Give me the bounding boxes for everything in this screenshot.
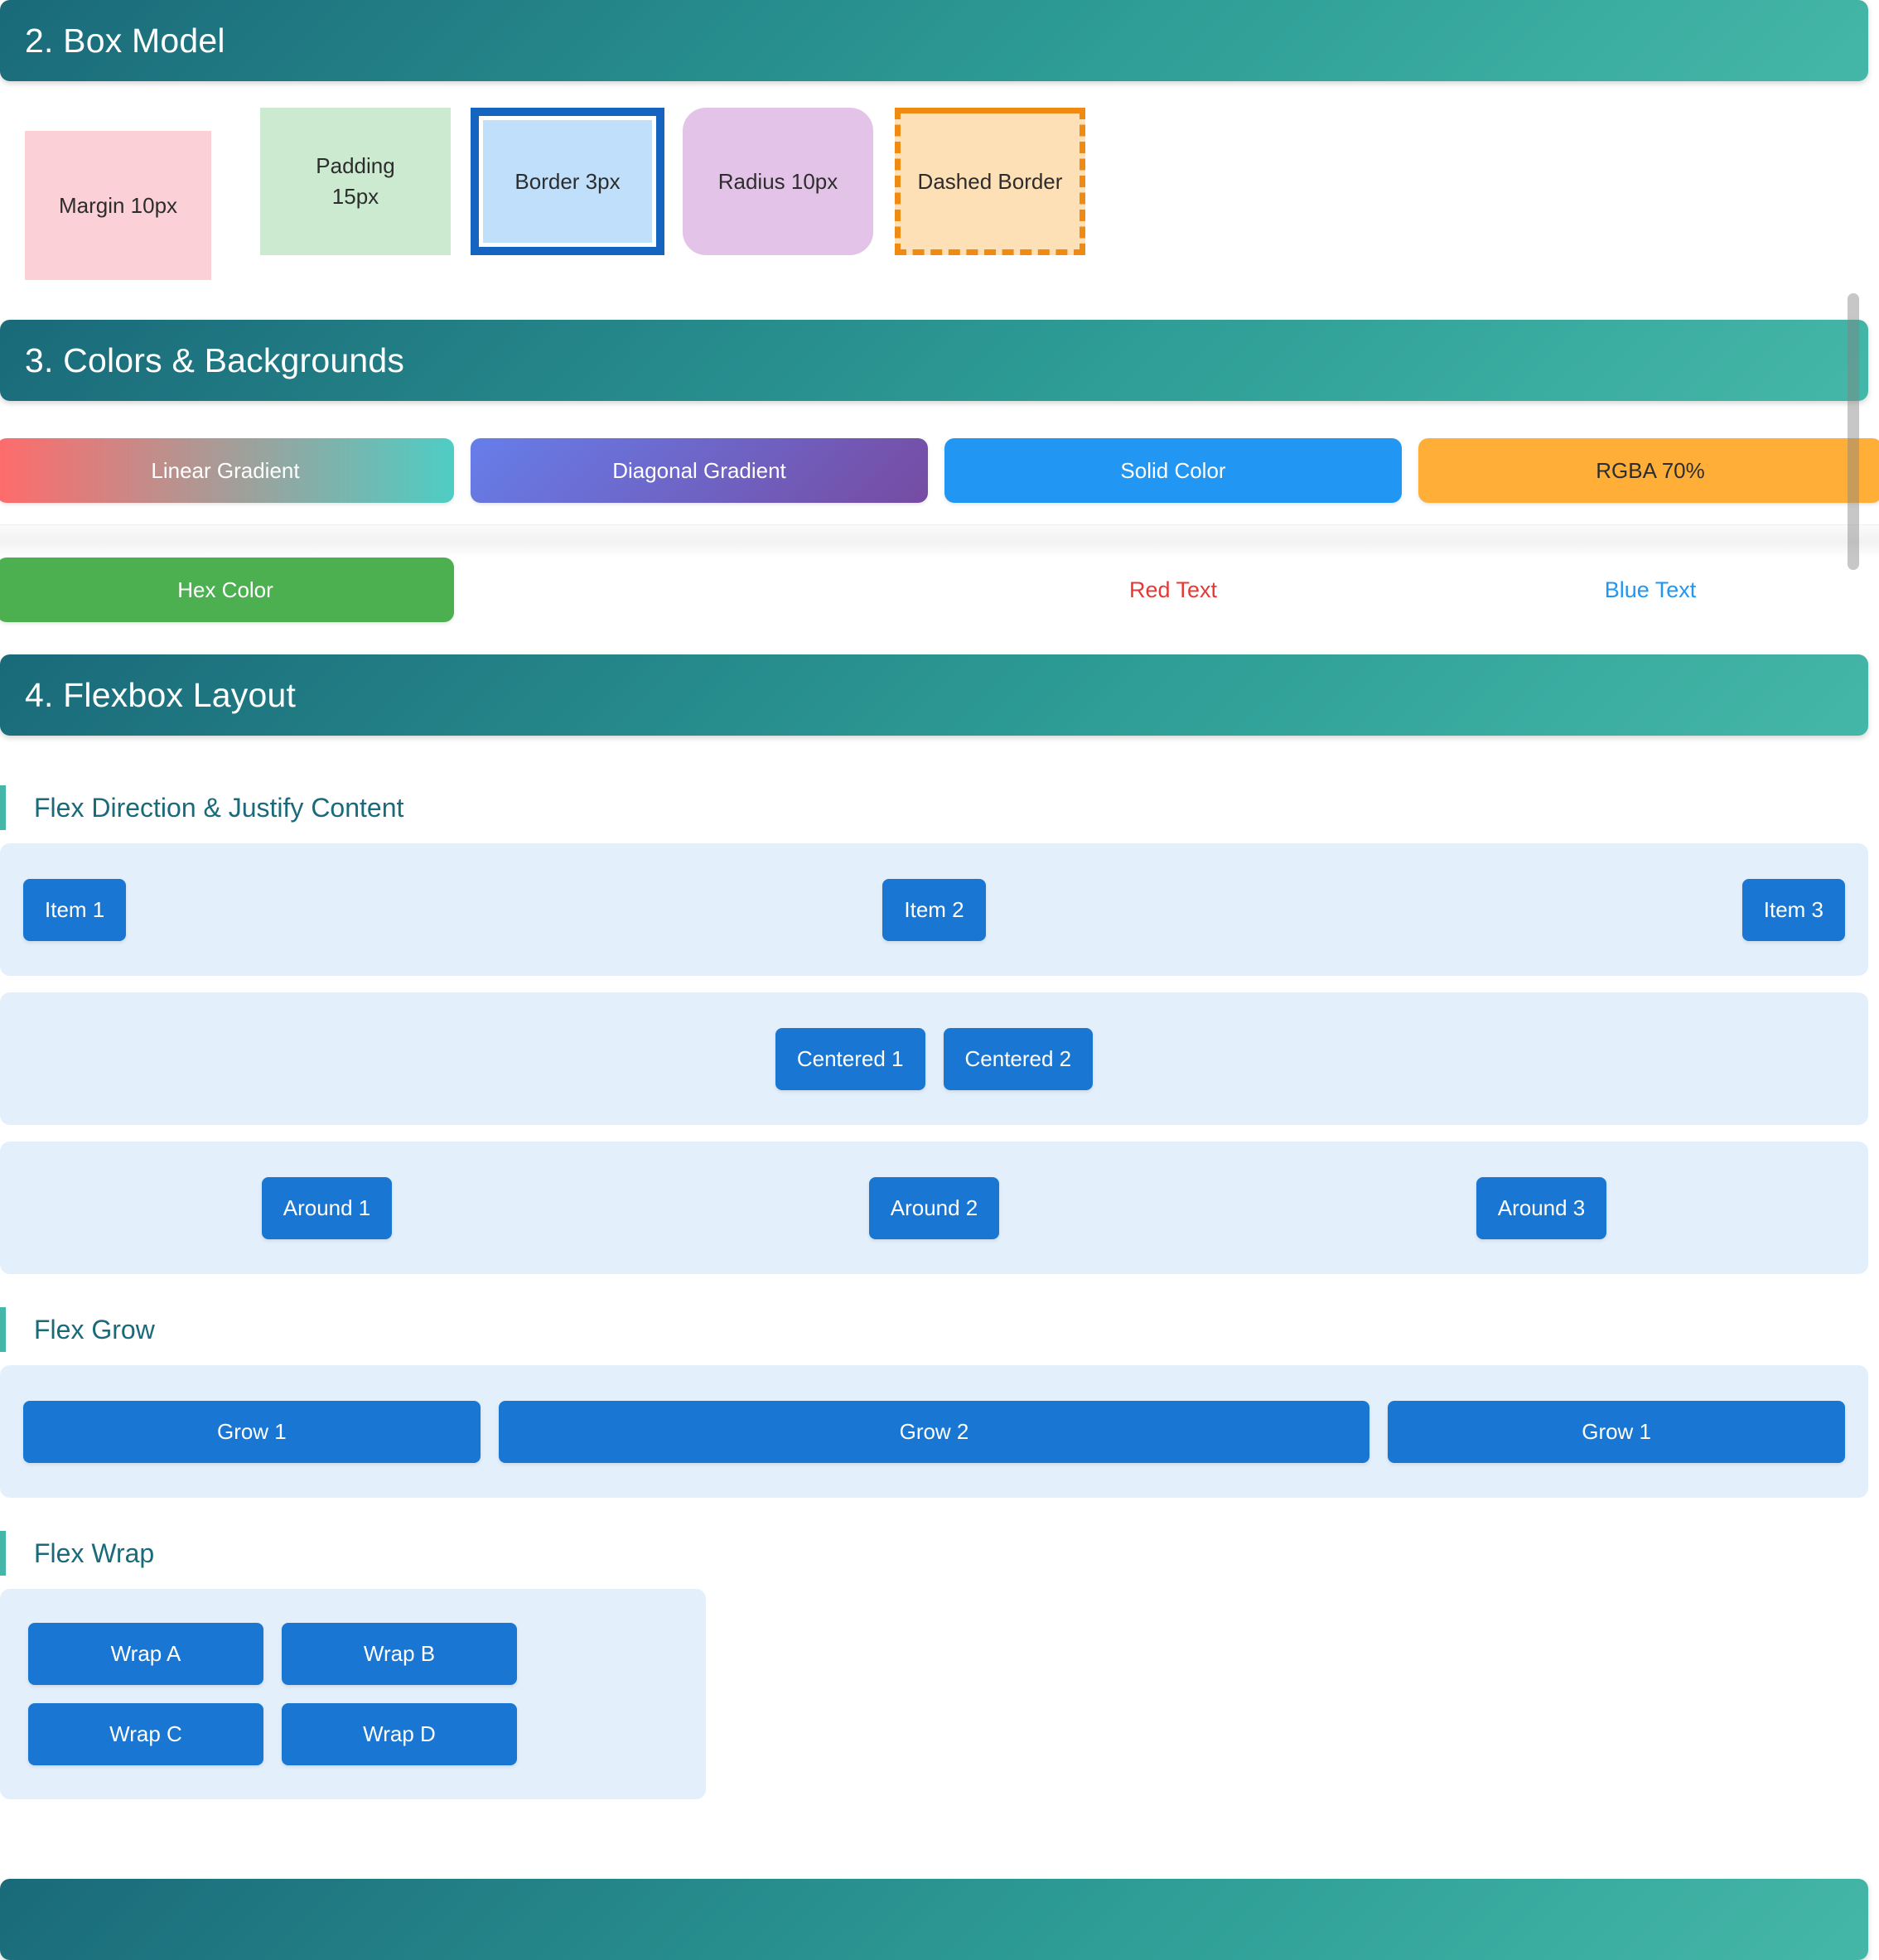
- flex-demo-space-around: Around 1 Around 2 Around 3: [0, 1142, 1868, 1274]
- flex-demo-center: Centered 1 Centered 2: [0, 992, 1868, 1125]
- swatch-label: Hex Color: [177, 577, 273, 602]
- flex-item[interactable]: Wrap B: [282, 1623, 517, 1685]
- box-padding-label: Padding 15px: [316, 151, 394, 212]
- swatch-label: Linear Gradient: [151, 457, 300, 483]
- box-border-demo: Border 3px: [471, 108, 664, 255]
- flex-item[interactable]: Grow 2: [498, 1400, 1370, 1463]
- text-red-label: Red Text: [1128, 577, 1218, 602]
- section-header-colors: 3. Colors & Backgrounds: [0, 320, 1868, 401]
- swatch-diagonal-gradient: Diagonal Gradient: [471, 438, 928, 503]
- flex-item[interactable]: Wrap C: [28, 1703, 263, 1765]
- flex-item[interactable]: Wrap D: [282, 1703, 517, 1765]
- swatch-linear-gradient: Linear Gradient: [0, 438, 454, 503]
- vertical-scrollbar-thumb[interactable]: [1848, 293, 1859, 570]
- horizontal-scrollbar[interactable]: [0, 524, 1879, 558]
- subheading-label: Flex Direction & Justify Content: [34, 792, 404, 823]
- subheading-flex-wrap: Flex Wrap: [0, 1531, 249, 1576]
- section-header-box-model: 2. Box Model: [0, 0, 1868, 81]
- section-header-next: [0, 1879, 1868, 1960]
- flex-demo-space-between: Item 1 Item 2 Item 3: [0, 843, 1868, 976]
- section-header-flexbox: 4. Flexbox Layout: [0, 654, 1868, 736]
- flex-item[interactable]: Grow 1: [1388, 1400, 1845, 1463]
- section-title: 2. Box Model: [25, 21, 225, 60]
- subheading-label: Flex Wrap: [34, 1538, 155, 1568]
- flex-item[interactable]: Wrap A: [28, 1623, 263, 1685]
- subheading-label: Flex Grow: [34, 1314, 155, 1344]
- flex-item[interactable]: Centered 2: [943, 1027, 1094, 1090]
- text-blue-label: Blue Text: [1604, 577, 1697, 602]
- flex-demo-grow: Grow 1 Grow 2 Grow 1: [0, 1365, 1868, 1498]
- box-border-label: Border 3px: [514, 168, 621, 194]
- box-padding-label-line1: Padding: [316, 153, 395, 179]
- text-red: Red Text: [944, 558, 1402, 622]
- flex-item[interactable]: Item 1: [23, 878, 127, 941]
- swatch-label: RGBA 70%: [1596, 457, 1705, 483]
- flex-demo-wrap: Wrap A Wrap B Wrap C Wrap D: [0, 1589, 706, 1799]
- flex-item[interactable]: Item 2: [882, 878, 986, 941]
- flex-item[interactable]: Around 1: [261, 1176, 393, 1239]
- swatch-hex-color: Hex Color: [0, 558, 454, 622]
- box-padding-demo: Padding 15px: [260, 108, 451, 255]
- box-radius-demo: Radius 10px: [683, 108, 873, 255]
- flex-item[interactable]: Grow 1: [23, 1400, 481, 1463]
- box-dashed-label: Dashed Border: [917, 168, 1063, 194]
- swatch-label: Solid Color: [1120, 457, 1226, 483]
- flex-item[interactable]: Around 3: [1476, 1176, 1607, 1239]
- box-margin-demo: Margin 10px: [25, 131, 211, 280]
- swatch-label: Diagonal Gradient: [612, 457, 786, 483]
- box-dashed-demo: Dashed Border: [895, 108, 1085, 255]
- box-model-demo-row: Margin 10px Padding 15px Border 3px Radi…: [0, 98, 1879, 280]
- subheading-flex-direction: Flex Direction & Justify Content: [0, 785, 597, 830]
- box-margin-label: Margin 10px: [58, 192, 178, 218]
- flex-item[interactable]: Around 2: [868, 1176, 1000, 1239]
- section-title: 4. Flexbox Layout: [25, 675, 297, 714]
- swatch-rgba-color: RGBA 70%: [1418, 438, 1879, 503]
- text-blue: Blue Text: [1418, 558, 1879, 622]
- swatch-solid-color: Solid Color: [944, 438, 1402, 503]
- flex-item[interactable]: Centered 1: [775, 1027, 925, 1090]
- subheading-flex-grow: Flex Grow: [0, 1307, 249, 1352]
- flex-item[interactable]: Item 3: [1741, 878, 1845, 941]
- box-radius-label: Radius 10px: [717, 168, 838, 194]
- section-title: 3. Colors & Backgrounds: [25, 340, 405, 379]
- box-padding-label-line2: 15px: [331, 184, 379, 209]
